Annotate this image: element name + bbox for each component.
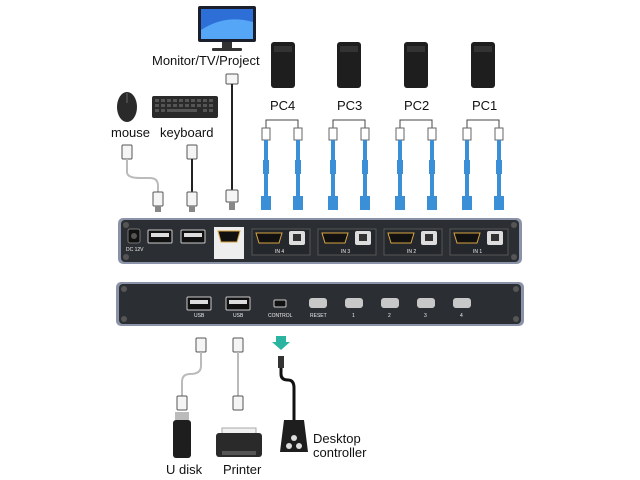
udisk-icon — [173, 412, 191, 458]
printer-icon — [216, 427, 262, 457]
udisk-label: U disk — [166, 462, 203, 477]
input-port-groups — [251, 228, 509, 256]
out-label: OUT — [223, 249, 234, 255]
pc2-tower-icon — [404, 42, 428, 88]
control-arrow-icon — [272, 336, 290, 350]
select-buttons — [345, 298, 471, 308]
monitor-icon — [198, 6, 256, 51]
pc4-tower-icon — [271, 42, 295, 88]
desktop-controller-icon — [280, 420, 308, 452]
button-2-label: 2 — [388, 313, 391, 319]
pc3-tower-icon — [337, 42, 361, 88]
mouse-label: mouse — [111, 125, 151, 140]
button-4-label: 4 — [460, 313, 463, 319]
printer-usb-cable — [232, 337, 244, 411]
in2-label: IN 2 — [407, 249, 417, 255]
desktop-controller-label-2: controller — [313, 445, 367, 460]
keyboard-label: keyboard — [160, 125, 214, 140]
pc2-label: PC2 — [404, 98, 430, 113]
printer-label: Printer — [223, 462, 262, 477]
pc3-label: PC3 — [337, 98, 363, 113]
pc-cable-pairs — [261, 119, 504, 210]
usb-port-mouse — [147, 229, 173, 244]
dc-power-port — [127, 228, 141, 244]
pc1-label: PC1 — [472, 98, 498, 113]
usb-label-1: USB — [194, 313, 205, 319]
control-label: CONTROL — [268, 313, 293, 319]
keyboard-icon — [152, 96, 218, 118]
hdmi-out-port — [214, 227, 244, 259]
usb-port-printer — [225, 296, 251, 311]
pc1-tower-icon — [471, 42, 495, 88]
mouse-icon — [117, 92, 137, 122]
kvm-front-panel — [118, 218, 522, 264]
monitor-label: Monitor/TV/Project — [152, 53, 260, 68]
reset-button — [309, 298, 327, 308]
desktop-controller-cable — [278, 356, 296, 420]
in4-label: IN 4 — [275, 249, 285, 255]
keyboard-usb-cable — [186, 144, 198, 212]
pc4-label: PC4 — [270, 98, 296, 113]
reset-label: RESET — [310, 313, 327, 319]
kvm-back-panel — [116, 282, 524, 326]
mouse-usb-cable — [121, 144, 164, 212]
udisk-usb-cable — [176, 337, 207, 411]
dc-power-label: DC 12V — [126, 247, 144, 253]
button-1-label: 1 — [352, 313, 355, 319]
usb-port-udisk — [186, 296, 212, 311]
desktop-controller-label-1: Desktop — [313, 431, 361, 446]
usb-port-keyboard — [180, 229, 206, 244]
control-port — [273, 299, 287, 308]
button-3-label: 3 — [424, 313, 427, 319]
monitor-hdmi-cable — [225, 73, 239, 210]
pc-tower-icons — [271, 42, 495, 88]
in1-label: IN 1 — [473, 249, 483, 255]
usb-label-2: USB — [233, 313, 244, 319]
in3-label: IN 3 — [341, 249, 351, 255]
